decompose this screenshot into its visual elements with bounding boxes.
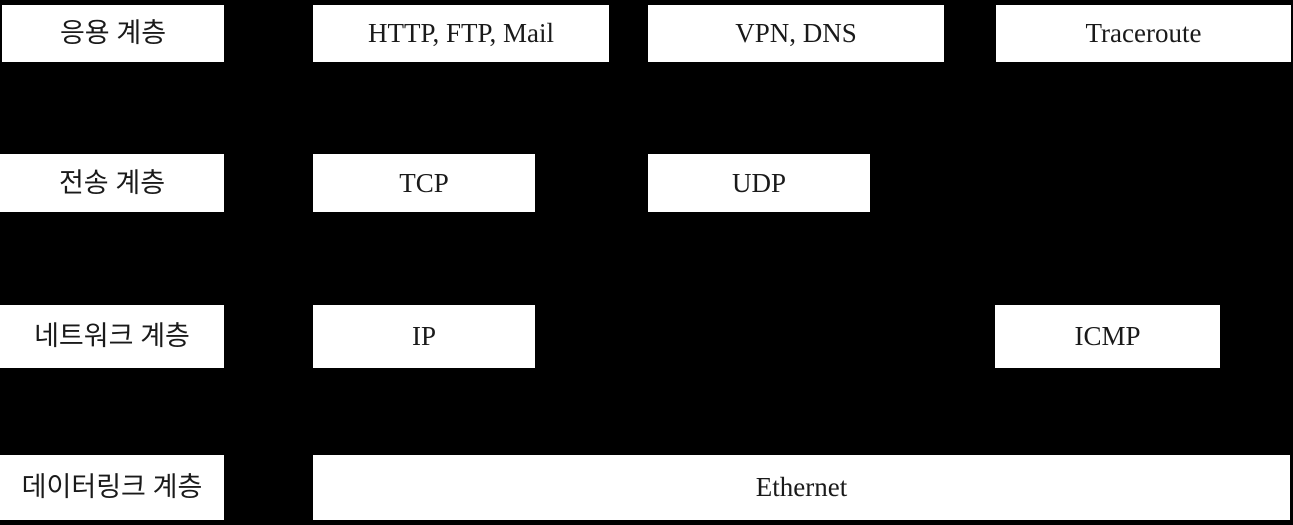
protocol-box-traceroute: Traceroute [996,5,1291,62]
layer-label-application: 응용 계층 [2,5,224,62]
layer-label-network: 네트워크 계층 [0,305,224,368]
protocol-box-udp: UDP [648,154,870,212]
protocol-box-icmp: ICMP [995,305,1220,368]
protocol-box-ethernet: Ethernet [313,455,1290,520]
protocol-box-vpn-dns: VPN, DNS [648,5,944,62]
protocol-box-tcp: TCP [313,154,535,212]
protocol-box-ip: IP [313,305,535,368]
layer-label-transport: 전송 계층 [0,154,224,212]
protocol-box-http-ftp-mail: HTTP, FTP, Mail [313,5,609,62]
layer-label-datalink: 데이터링크 계층 [0,455,224,520]
